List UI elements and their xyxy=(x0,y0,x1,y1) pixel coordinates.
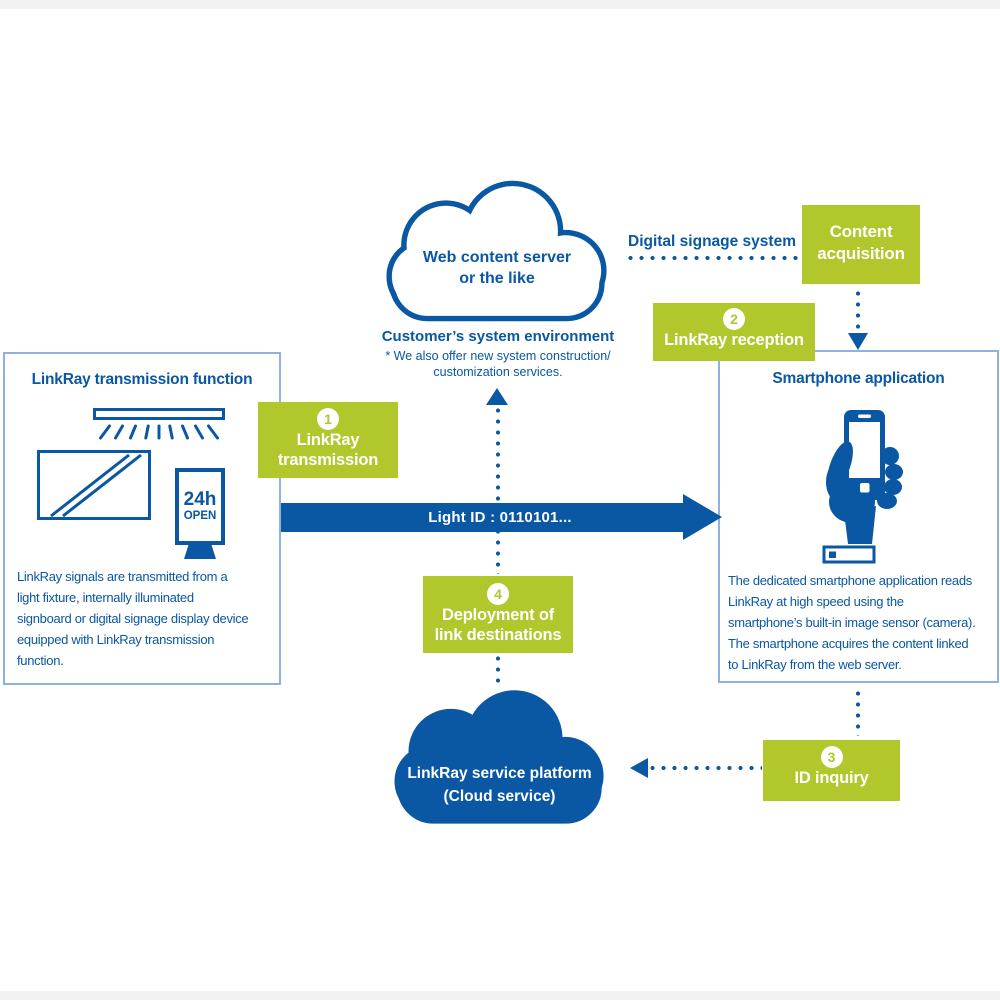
step3-id-inquiry-box: 3 ID inquiry xyxy=(763,740,900,801)
step4-label-line1: Deployment of xyxy=(442,606,554,624)
content-acquisition-line1: Content xyxy=(829,222,893,241)
step2-linkray-reception-box: 2 LinkRay reception xyxy=(653,303,815,361)
smartphone-in-hand-icon xyxy=(822,410,903,564)
step1-label-line2: transmission xyxy=(277,451,379,469)
content-acquisition-box: Content acquisition xyxy=(802,205,920,284)
signboard-icon: 24h OPEN xyxy=(175,468,225,545)
step1-label-line1: LinkRay xyxy=(296,431,360,449)
content-to-phone-arrowhead-icon xyxy=(848,333,868,350)
customer-environment-note2: customization services. xyxy=(433,365,563,379)
light-id-arrowhead-icon xyxy=(683,494,722,540)
bottom-edge-band xyxy=(0,991,1000,1000)
digital-signage-dotted-line xyxy=(628,255,798,261)
web-server-cloud-icon xyxy=(386,180,607,322)
step1-number-badge: 1 xyxy=(317,408,339,430)
signboard-text-bottom: OPEN xyxy=(183,510,217,522)
content-to-phone-dotted-line xyxy=(855,291,861,332)
step4-deployment-box: 4 Deployment of link destinations xyxy=(423,576,573,653)
light-fixture-icon xyxy=(93,408,225,440)
step4-number-badge: 4 xyxy=(487,583,509,605)
smartphone-panel-description: The dedicated smartphone application rea… xyxy=(728,573,976,672)
linkray-panel-title: LinkRay transmission function xyxy=(31,371,253,388)
service-platform-cloud-icon xyxy=(394,690,604,824)
web-server-line2: or the like xyxy=(459,270,535,287)
customer-environment-title: Customer’s system environment xyxy=(381,328,615,345)
web-server-cloud-label: Web content server or the like xyxy=(393,247,601,289)
inquiry-to-cloud-arrowhead-icon xyxy=(630,758,648,778)
light-id-arrow-label: Light ID : 0110101... xyxy=(428,509,572,526)
service-platform-line1: LinkRay service platform xyxy=(407,765,592,782)
signboard-text-top: 24h xyxy=(183,489,217,510)
light-id-arrow: Light ID : 0110101... xyxy=(281,503,683,532)
content-acquisition-line2: acquisition xyxy=(817,244,905,263)
step3-label: ID inquiry xyxy=(794,769,869,787)
service-platform-cloud-label: LinkRay service platform (Cloud service) xyxy=(391,762,608,808)
signboard-pedestal xyxy=(184,545,216,559)
web-server-line1: Web content server xyxy=(422,249,572,266)
smartphone-panel-title: Smartphone application xyxy=(772,370,945,387)
step4-label-line2: link destinations xyxy=(434,626,562,644)
service-platform-line2: (Cloud service) xyxy=(443,788,556,805)
step3-number-badge: 3 xyxy=(820,746,843,768)
customer-environment-caption: Customer’s system environment * We also … xyxy=(333,327,663,380)
display-device-icon xyxy=(37,450,151,520)
inquiry-to-cloud-dotted-line xyxy=(650,765,762,771)
linkray-panel-description: LinkRay signals are transmitted from a l… xyxy=(17,569,249,668)
digital-signage-label: Digital signage system xyxy=(628,233,796,250)
deployment-to-cloud-arrowhead-icon xyxy=(486,388,508,405)
customer-environment-note1: * We also offer new system construction/ xyxy=(385,349,611,363)
center-dotted-line-upper xyxy=(495,408,501,574)
phone-to-inquiry-dotted-line xyxy=(855,691,861,736)
step2-label: LinkRay reception xyxy=(664,331,804,349)
top-edge-band xyxy=(0,0,1000,9)
step2-number-badge: 2 xyxy=(723,308,745,330)
step1-linkray-transmission-box: 1 LinkRay transmission xyxy=(258,402,398,478)
center-dotted-line-lower xyxy=(495,656,501,684)
